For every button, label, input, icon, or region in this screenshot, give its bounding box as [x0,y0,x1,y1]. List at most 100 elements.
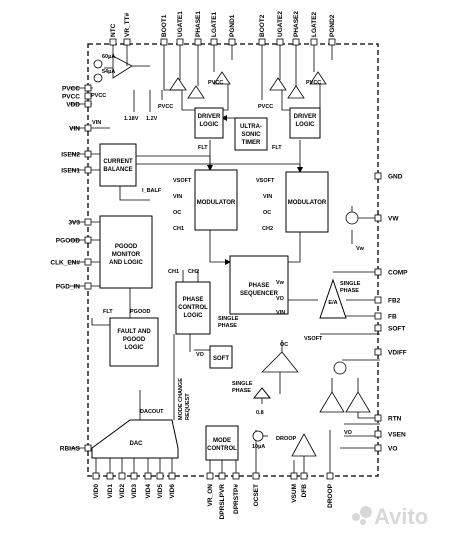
label-vo-amp: VO [344,430,353,436]
label-pvcc-in: PVCC [91,93,106,99]
current-balance-label-a: CURRENT [103,159,133,165]
current-sources [93,59,359,442]
pin-box-vr-tt [123,38,131,46]
label-mode-change-a: MODE CHANGE [178,378,184,420]
pin-dfb: DFB [301,484,308,498]
error-amplifier [319,278,347,319]
label-pvcc-b2: PVCC [258,104,273,110]
label-ch2-phase: CH2 [188,269,199,275]
pin-box-3v3-6 [84,218,92,226]
label-mode-change-b: REQUEST [185,393,191,420]
pin-vid5: VID5 [157,484,164,499]
pin-box-fb [374,312,382,320]
pin-box-vsum [290,472,298,480]
driver-logic-1 [194,107,224,139]
dac-block [91,419,179,459]
driver-logic-1-label-b: LOGIC [200,122,220,128]
pin-vid6: VID6 [169,484,176,499]
pin-ocset: OCSET [253,484,260,506]
fault-label-b: PGOOD [123,337,146,343]
label-flt2: FLT [272,145,282,151]
pgood-label-b: MONITOR [112,252,141,258]
pins-left: PVCCVDDPVCCVINISEN2ISEN13V3PGOODCLK_EN#P… [50,84,92,453]
driver-logic-2-label-b: LOGIC [296,122,316,128]
ultrasonic-label-a: ULTRA- [240,124,262,130]
pin-3v3-6: 3V3 [68,220,80,227]
svg-text:Avito: Avito [374,504,428,529]
label-pvcc-d2: PVCC [306,80,321,86]
pin-box-vw [374,214,382,222]
pin-box-isen2-4 [84,150,92,158]
pin-box-fb2 [374,296,382,304]
label-1-2v: 1.2V [146,116,158,122]
label-60ua: 60µA [102,54,115,60]
pin-ugate1: UGATE1 [177,11,184,37]
label-dacout: DACOUT [140,409,164,415]
pin-box-soft [374,324,382,332]
pin-boot2: BOOT2 [259,14,266,37]
pin-box-isen1-5 [84,166,92,174]
pin-box-droop [326,472,334,480]
pin-vid2: VID2 [119,484,126,499]
label-ch1-mod: CH1 [173,226,184,232]
phase-ctrl-label-c: LOGIC [184,313,204,319]
pin-vid1: VID1 [107,484,114,499]
pin-box-ugate1 [176,38,184,46]
dac-label: DAC [130,441,144,447]
label-flt1: FLT [198,145,208,151]
ultrasonic-label-c: TIMER [242,140,261,146]
label-vsoft1: VSOFT [173,178,192,184]
fault-label-a: FAULT AND [117,329,151,335]
soft-label: SOFT [213,356,229,362]
current-balance-label-b: BALANCE [103,167,132,173]
pin-vsum: VSUM [291,484,298,503]
pin-pgnd1: PGND1 [229,14,236,37]
label-single-phase-3a: SINGLE [232,381,253,387]
label-single-phase-1a: SINGLE [340,281,361,287]
label-pvcc-d1: PVCC [208,80,223,86]
pgood-label-c: AND LOGIC [109,260,143,266]
label-0-8: 0.8 [256,410,264,416]
pin-fb: FB [388,314,397,321]
label-single-phase-2b: PHASE [218,323,237,329]
pin-dprstp: DPRSTP# [233,484,240,514]
pin-box-rtn [374,414,382,422]
pin-box-pgnd1 [228,38,236,46]
pin-phase1: PHASE1 [195,11,202,37]
label-pvcc-b1: PVCC [158,104,173,110]
pin-fb2: FB2 [388,298,401,305]
ultrasonic-label-b: SONIC [241,132,261,138]
fault-logic-block [109,317,159,367]
pin-pgnd2: PGND2 [329,14,336,37]
label-vw-seq: Vw [276,280,285,286]
label-pgood-signal: PGOOD [130,309,151,315]
pin-box-boot2 [258,38,266,46]
pin-box-vo [374,444,382,452]
mode-ctrl-label-b: CONTROL [207,446,237,452]
label-1-18v: 1.18V [124,116,139,122]
pin-vdd-1: VDD [66,102,80,109]
label-oc-amp: OC [280,342,288,348]
pin-box-gnd [374,172,382,180]
watermark: Avito [352,504,428,529]
pin-box-vr-on [206,472,214,480]
label-i-balf: I_BALF [142,188,162,194]
pin-comp: COMP [388,270,408,277]
pin-vid0: VID0 [93,484,100,499]
pin-box-vin-3 [84,124,92,132]
pin-box-vid1 [106,472,114,480]
phase-ctrl-label-b: CONTROL [178,305,208,311]
pin-box-vid2 [118,472,126,480]
modulator-1-label: MODULATOR [197,200,236,206]
pin-boot1: BOOT1 [161,14,168,37]
pin-box-phase2 [292,38,300,46]
pin-box-vid6 [168,472,176,480]
pin-box-pvcc-0 [84,84,92,92]
pin-vin-3: VIN [69,126,80,133]
phase-seq-label-a: PHASE [249,283,270,289]
pin-box-clk-en-8 [84,258,92,266]
pin-box-vdiff [374,348,382,356]
